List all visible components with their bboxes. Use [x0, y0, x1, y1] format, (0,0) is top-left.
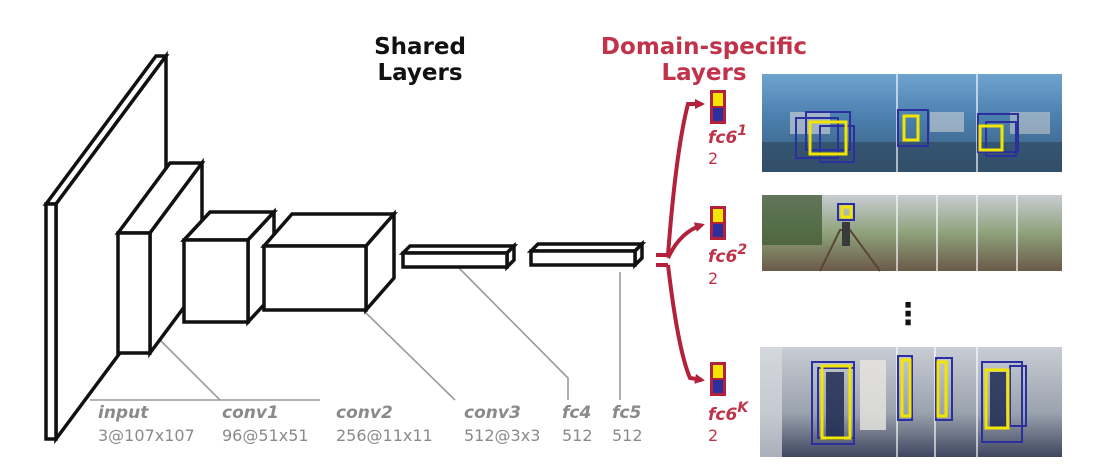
fc6-label-2: fc62 [708, 242, 747, 267]
domain-k-video-frames [760, 347, 1062, 457]
branch-arrows [656, 99, 705, 384]
layer-dims-conv3: 512@3x3 [464, 426, 540, 445]
layer-name-conv1: conv1 [222, 403, 279, 423]
fc4-block [398, 241, 519, 272]
branch-arrow-1 [666, 99, 705, 256]
fc6-dims-k: 2 [708, 426, 718, 445]
layer-dims-input: 3@107x107 [98, 426, 195, 445]
conv3-block [260, 209, 398, 315]
fc6-output-icon-1 [710, 90, 726, 124]
domain-2-video-frames [762, 195, 1062, 272]
leader-conv3 [454, 263, 569, 400]
domain-1-video-frames [762, 74, 1062, 172]
leader-lines [90, 263, 621, 401]
fc6-dims-1: 2 [708, 149, 718, 168]
layer-name-fc5: fc5 [612, 403, 641, 423]
layer-name-conv3: conv3 [464, 403, 521, 423]
domain-layers-title-line1: Domain-specific [601, 34, 807, 60]
fc6-dims-2: 2 [708, 269, 718, 288]
fc6-label-1: fc61 [708, 123, 747, 148]
fc6-output-icon-k [710, 362, 726, 396]
layer-dims-conv2: 256@11x11 [336, 426, 433, 445]
domain-layers-title-line2: Layers [661, 60, 746, 86]
branch-arrow-k [666, 264, 705, 384]
leader-conv1 [159, 339, 320, 401]
conv1-block [114, 157, 206, 359]
fc6-label-k: fc6K [708, 400, 749, 425]
leader-conv2 [362, 309, 456, 401]
layer-dims-fc5: 512 [612, 426, 643, 445]
layer-dims-fc4: 512 [562, 426, 593, 445]
layer-name-fc4: fc4 [562, 403, 591, 423]
fc6-output-icon-2 [710, 206, 726, 240]
shared-layers-title-line1: Shared [374, 34, 466, 60]
layer-labels: input 3@107x107 conv1 96@51x51 conv2 256… [98, 403, 643, 445]
more-domains-ellipsis: ⋮ [893, 297, 923, 332]
conv2-block [179, 207, 279, 327]
branch-arrow-2 [666, 222, 705, 259]
layer-name-input: input [98, 403, 149, 423]
layer-dims-conv1: 96@51x51 [222, 426, 309, 445]
shared-layers-title-line2: Layers [377, 60, 462, 86]
fc5-block [526, 239, 647, 270]
layer-name-conv2: conv2 [336, 403, 393, 423]
